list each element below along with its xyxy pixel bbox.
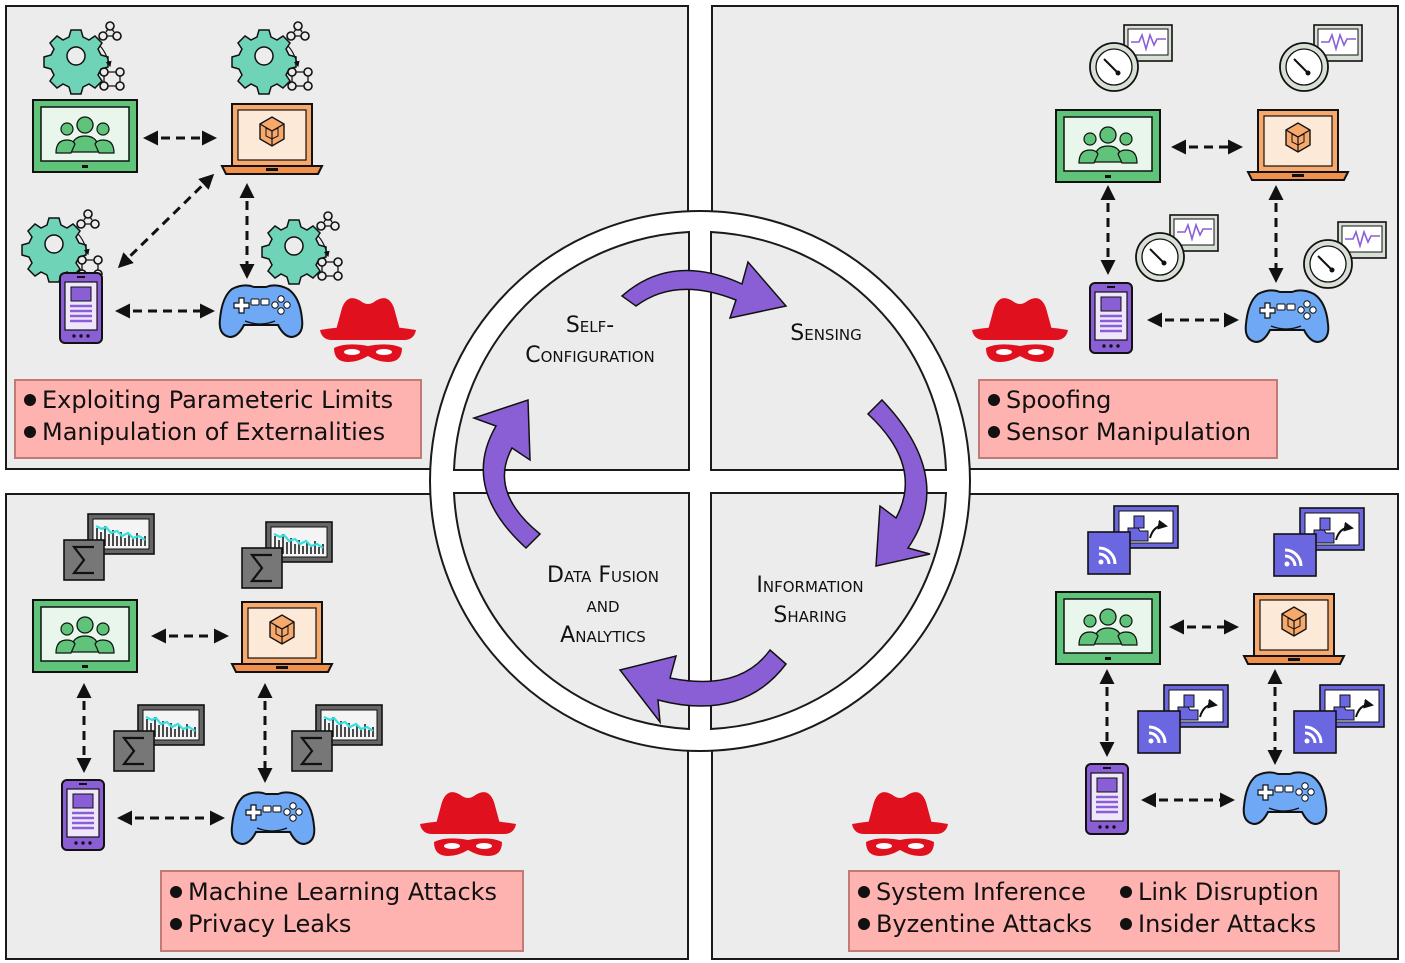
information-sharing-network (852, 506, 1384, 856)
laptop-icon (1247, 109, 1349, 181)
sigma-chart-icon (240, 520, 334, 590)
tv-icon (32, 99, 138, 173)
wifi-share-icon (1294, 685, 1384, 753)
attack-item: Privacy Leaks (168, 908, 516, 940)
tv-icon (32, 599, 138, 673)
gauge-icon (1135, 214, 1219, 282)
stage-label-line: Configuration (525, 343, 655, 368)
laptop-icon (221, 103, 323, 175)
sigma-chart-icon (290, 703, 384, 773)
gamepad-icon (1242, 771, 1328, 825)
gear-icon (262, 212, 342, 284)
attack-box-data-fusion: Machine Learning Attacks Privacy Leaks (160, 870, 524, 952)
attack-item: Manipulation of Externalities (22, 416, 414, 448)
attack-box-sensing: Spoofing Sensor Manipulation (978, 379, 1278, 459)
tv-icon (1055, 109, 1161, 183)
sigma-chart-icon (62, 512, 156, 582)
gamepad-icon (1244, 289, 1330, 343)
gauge-icon (1279, 24, 1363, 92)
sensing-network (972, 24, 1387, 362)
gamepad-icon (218, 284, 304, 338)
laptop-icon (231, 601, 333, 673)
cycle-arrow (866, 398, 931, 567)
attack-item: Link Disruption (1118, 876, 1338, 908)
gear-icon (22, 210, 102, 282)
hacker-icon (420, 792, 516, 856)
stage-label-line: Sensing (790, 321, 861, 346)
stage-label-self-configuration: Self- Configuration (525, 313, 655, 368)
link-arrow (117, 173, 215, 269)
gauge-icon (1089, 24, 1173, 92)
attack-item: Sensor Manipulation (986, 416, 1270, 448)
attack-box-self-configuration: Exploiting Parameteric Limits Manipulati… (14, 379, 422, 459)
data-fusion-network (32, 512, 516, 856)
gear-icon (232, 22, 312, 94)
attack-box-information-sharing: System Inference Link Disruption Byzenti… (848, 870, 1340, 952)
stage-label-line: and (586, 593, 619, 618)
attack-item: Byzentine Attacks (856, 908, 1118, 940)
stage-label-sensing: Sensing (790, 321, 861, 346)
gamepad-icon (230, 791, 316, 845)
tv-icon (1055, 591, 1161, 665)
phone-icon (58, 271, 104, 345)
sigma-chart-icon (112, 703, 206, 773)
stage-label-line: Sharing (773, 603, 846, 628)
attack-item: System Inference (856, 876, 1118, 908)
hacker-icon (320, 298, 416, 362)
gauge-icon (1303, 221, 1387, 289)
wifi-share-icon (1088, 506, 1178, 574)
stage-label-line: Information (756, 573, 863, 598)
attack-item: Exploiting Parameteric Limits (22, 384, 414, 416)
cycle-arrow (620, 260, 788, 320)
laptop-icon (1243, 593, 1345, 665)
cycle-arrow (471, 398, 542, 550)
attack-item: Machine Learning Attacks (168, 876, 516, 908)
phone-icon (1088, 281, 1134, 355)
wifi-share-icon (1138, 685, 1228, 753)
phone-icon (1084, 762, 1130, 836)
wifi-share-icon (1274, 508, 1364, 576)
cycle-arrow (618, 648, 788, 725)
phone-icon (60, 778, 106, 852)
hacker-icon (852, 792, 948, 856)
self-configuration-network (22, 22, 416, 362)
hacker-icon (972, 298, 1068, 362)
stage-label-line: Analytics (560, 623, 646, 648)
gear-icon (44, 22, 124, 94)
attack-item: Spoofing (986, 384, 1270, 416)
attack-item: Insider Attacks (1118, 908, 1338, 940)
stage-label-line: Self- (566, 313, 614, 338)
stage-label-line: Data Fusion (547, 563, 659, 588)
